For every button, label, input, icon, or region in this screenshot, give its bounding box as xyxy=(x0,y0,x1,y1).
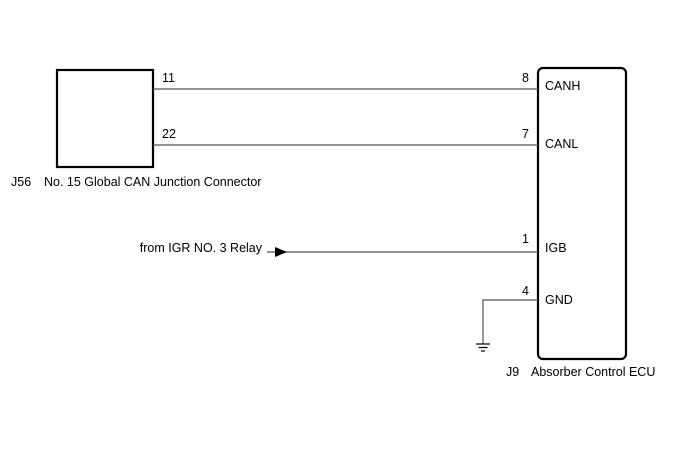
junction-connector-name: No. 15 Global CAN Junction Connector xyxy=(44,175,261,189)
ecu-signal-canh: CANH xyxy=(545,79,580,93)
igb-arrow-icon xyxy=(275,247,287,257)
ground-icon xyxy=(476,343,490,352)
ecu-signal-gnd: GND xyxy=(545,293,573,307)
ecu-pin-gnd-number: 4 xyxy=(522,284,529,298)
ecu-signal-canl: CANL xyxy=(545,137,578,151)
ecu-box xyxy=(536,66,628,361)
junction-pin-canh: 11 xyxy=(162,71,175,85)
ecu-code: J9 xyxy=(506,365,519,379)
ecu-name: Absorber Control ECU xyxy=(531,365,655,379)
junction-connector-box xyxy=(55,68,155,169)
ecu-signal-igb: IGB xyxy=(545,241,567,255)
ecu-pin-igb-number: 1 xyxy=(522,232,529,246)
ecu-pin-canl-number: 7 xyxy=(522,127,529,141)
gnd-wire xyxy=(482,299,538,344)
ecu-pin-canh-number: 8 xyxy=(522,71,529,85)
junction-connector-code: J56 xyxy=(11,175,31,189)
junction-pin-canl: 22 xyxy=(162,127,176,141)
igb-source-label: from IGR NO. 3 Relay xyxy=(140,241,263,255)
